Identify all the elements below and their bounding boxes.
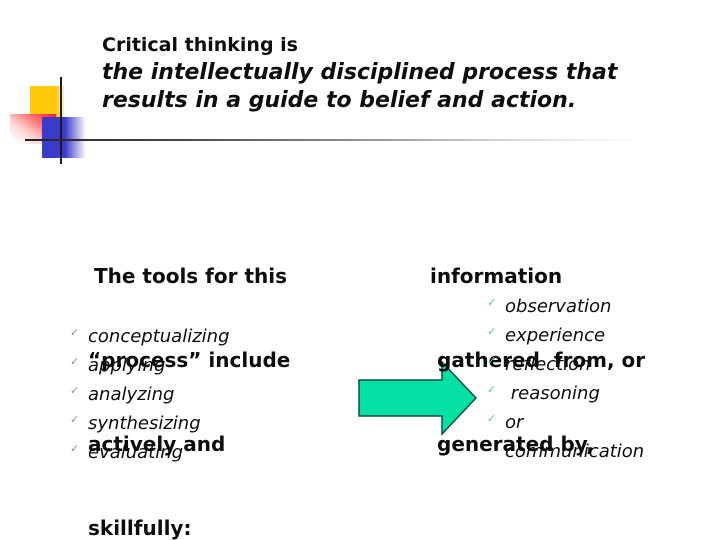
right-heading-line: generated by,	[437, 432, 594, 456]
check-icon: ✓	[487, 296, 497, 309]
decoration-blue-square	[42, 117, 86, 158]
list-item-label: evaluating	[88, 442, 184, 463]
decoration-horizontal-rule	[25, 139, 670, 141]
check-icon: ✓	[487, 412, 497, 425]
left-heading-line: actively and	[88, 432, 226, 456]
list-item-label: applying	[88, 355, 166, 376]
list-item: ✓ analyzing	[70, 380, 300, 409]
check-icon: ✓	[70, 413, 80, 426]
title-line-1: Critical thinking is	[102, 34, 298, 56]
list-item: ✓ reasoning	[487, 379, 630, 408]
list-item: ✓ synthesizing	[70, 409, 300, 438]
left-heading-line: skillfully:	[88, 516, 192, 540]
list-item: ✓ reflection	[487, 350, 630, 379]
decoration-vertical-line	[60, 77, 62, 164]
check-icon: ✓	[70, 326, 80, 339]
list-item: ✓ applying	[70, 351, 300, 380]
list-item-label: conceptualizing	[88, 326, 230, 347]
list-item: ✓ experience	[487, 321, 630, 350]
check-icon: ✓	[70, 442, 80, 455]
list-item-label: or communication	[505, 412, 645, 462]
list-item-label: synthesizing	[88, 413, 201, 434]
decoration-yellow-square	[30, 86, 64, 118]
title-line-3: results in a guide to belief and action.	[102, 88, 577, 113]
check-icon: ✓	[70, 384, 80, 397]
list-item-label: reasoning	[505, 383, 600, 404]
list-item: ✓ evaluating	[70, 438, 300, 467]
list-item-label: experience	[505, 325, 606, 346]
list-item-label: reflection	[505, 354, 591, 375]
list-item: ✓ or communication	[487, 408, 644, 466]
list-item: ✓ observation	[487, 292, 630, 321]
title-line-2: the intellectually disciplined process t…	[102, 60, 618, 85]
check-icon: ✓	[487, 354, 497, 367]
right-heading-line: information	[430, 264, 563, 288]
right-heading-line: gathered from, or	[437, 348, 646, 372]
list-item-label: observation	[505, 296, 612, 317]
left-bullet-list: ✓ conceptualizing ✓ applying ✓ analyzing…	[70, 322, 300, 467]
check-icon: ✓	[487, 383, 497, 396]
list-item: ✓ conceptualizing	[70, 322, 300, 351]
check-icon: ✓	[487, 325, 497, 338]
list-item-label: analyzing	[88, 384, 175, 405]
slide-title: Critical thinking is the intellectually …	[102, 31, 662, 115]
left-heading-line: “process” include	[88, 348, 291, 372]
right-column-heading: information gathered from, or generated …	[430, 206, 690, 514]
left-heading-line: The tools for this	[94, 264, 287, 288]
left-column-heading: The tools for this “process” include act…	[88, 206, 338, 540]
check-icon: ✓	[70, 355, 80, 368]
right-bullet-list: ✓ observation ✓ experience ✓ reflection …	[487, 292, 662, 466]
right-arrow-icon	[358, 360, 478, 436]
